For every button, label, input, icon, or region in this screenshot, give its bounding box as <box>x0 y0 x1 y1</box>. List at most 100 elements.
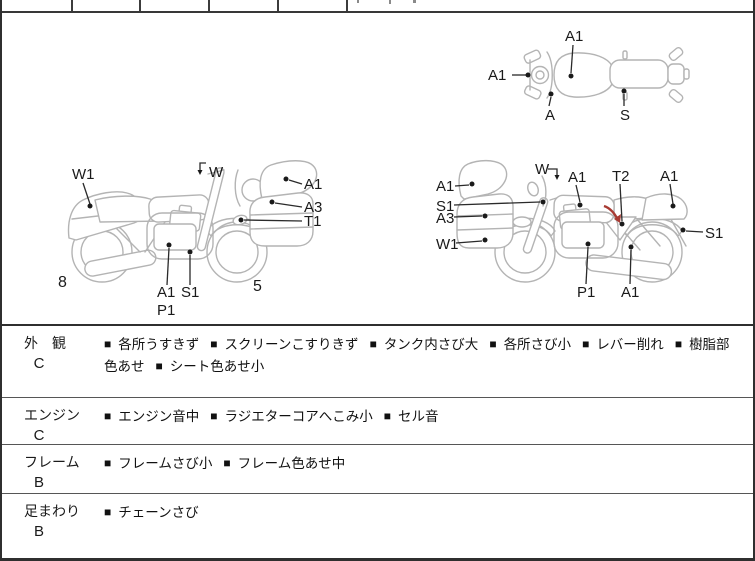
part-label-mirror: W <box>535 161 550 178</box>
leader-line <box>570 44 574 74</box>
defect-text: セル音 <box>397 409 439 424</box>
cropped-table-row <box>2 0 753 13</box>
arrowhead <box>554 175 560 180</box>
part-label-tank: A1 <box>565 28 583 45</box>
cropped-text-remnant <box>389 0 391 4</box>
part-label-under-frame: A1 <box>621 284 639 301</box>
column-divider <box>139 0 141 11</box>
category-label: エンジン <box>24 407 80 423</box>
marker-dot <box>238 217 244 223</box>
marker-dot <box>680 227 686 233</box>
defect-item: ■シート色あせ小 <box>156 359 265 374</box>
defect-item: ■各所さび小 <box>489 337 571 352</box>
leader-line <box>619 183 623 222</box>
part-label-engine: P1 <box>577 284 595 301</box>
condition-row-engine: エンジン C ■エンジン音中■ラジエターコアへこみ小■セル音 <box>2 398 753 445</box>
part-label-engine: A1 <box>157 284 175 301</box>
bullet-square-icon: ■ <box>155 359 163 373</box>
leader-line <box>199 162 206 170</box>
grade-value: B <box>33 474 44 491</box>
condition-row-exterior: 外 観 C ■各所うすきず■スクリーンこすりきず■タンク内さび大■各所さび小■レ… <box>2 326 753 398</box>
part-label-mirror: W <box>209 164 224 181</box>
cropped-text-remnant <box>357 0 359 3</box>
mirror <box>527 181 539 197</box>
marker-dot <box>469 181 475 187</box>
column-divider <box>346 0 348 11</box>
condition-row-undercarriage: 足まわり B ■チェーンさび <box>2 494 753 558</box>
grade-value: B <box>33 523 44 540</box>
bullet-square-icon: ■ <box>104 505 112 519</box>
condition-table: 外 観 C ■各所うすきず■スクリーンこすりきず■タンク内さび大■各所さび小■レ… <box>2 324 753 558</box>
category-label: フレーム <box>24 454 80 470</box>
defect-text: フレーム色あせ中 <box>237 456 346 471</box>
defect-text: フレームさび小 <box>118 456 213 471</box>
leader-line <box>453 201 541 206</box>
part-label-cowl-mid: A3 <box>304 199 322 216</box>
bullet-square-icon: ■ <box>223 456 231 470</box>
category-cell: 外 観 C <box>2 326 104 397</box>
defect-list: ■各所うすきず■スクリーンこすりきず■タンク内さび大■各所さび小■レバー削れ■樹… <box>104 326 753 397</box>
wheel-number-rear: 8 <box>58 274 67 291</box>
right-side-bike: A1 S1 A3 W1 W A1 T2 A1 S1 <box>436 159 723 301</box>
part-label-tail: A1 <box>660 168 678 185</box>
bullet-square-icon: ■ <box>369 337 377 351</box>
defect-item: ■チェーンさび <box>104 505 199 520</box>
front-rim <box>503 230 547 274</box>
seat-top-view <box>609 59 669 89</box>
defect-item: ■スクリーンこすりきず <box>210 337 358 352</box>
bullet-square-icon: ■ <box>104 409 112 423</box>
defect-text: ラジエターコアへこみ小 <box>224 409 373 424</box>
defect-item: ■樹脂部色あせ <box>104 337 730 374</box>
tail-cowl <box>641 193 688 221</box>
part-label-tank: A1 <box>568 169 586 186</box>
defect-item: ■レバー削れ <box>582 337 664 352</box>
defect-list: ■エンジン音中■ラジエターコアへこみ小■セル音 <box>104 398 753 444</box>
fairing-stripes <box>249 212 314 230</box>
leader-line <box>455 240 483 244</box>
category-label: 足まわり <box>24 503 80 519</box>
arrowhead <box>197 170 203 175</box>
handlebar <box>207 169 225 175</box>
defect-list: ■ フレームさび小 ■ フレーム色あせ中 <box>104 445 753 493</box>
category-cell: 足まわり B <box>2 494 104 558</box>
marker-dot <box>670 203 676 209</box>
bullet-square-icon: ■ <box>104 456 112 470</box>
defect-text: タンク内さび大 <box>383 337 479 352</box>
marker-dot <box>619 221 625 227</box>
part-label-seat: S <box>620 107 630 124</box>
part-label-tail: W1 <box>72 166 95 183</box>
category-cell: エンジン C <box>2 398 104 444</box>
footpeg <box>668 46 684 62</box>
muffler <box>84 249 157 277</box>
defect-text: スクリーンこすりきず <box>224 337 359 352</box>
marker-dot <box>482 213 488 219</box>
defect-item: ■エンジン音中 <box>104 409 199 424</box>
defect-text: 樹脂部色あせ <box>104 337 730 374</box>
marker-dot <box>568 73 574 79</box>
part-label-screen: A1 <box>436 178 454 195</box>
part-label-front: A1 <box>488 67 506 84</box>
marker-dot <box>166 242 172 248</box>
marker-dot <box>283 176 289 182</box>
headlight-cluster <box>530 65 550 85</box>
condition-diagram: A1 A1 A S <box>58 28 723 319</box>
headlight-lens <box>535 70 545 80</box>
leader-line <box>288 179 303 185</box>
engine-guard <box>553 211 619 259</box>
defect-item: ■ タンク内さび大 <box>370 337 479 352</box>
tail-light <box>683 68 690 80</box>
mirror-top <box>523 49 542 64</box>
marker-dot <box>621 88 627 94</box>
left-side-bike: W1 W A1 A3 T1 8 5 A1 S1 P1 <box>58 160 322 319</box>
wheel-number-front: 5 <box>253 278 262 295</box>
leader-line <box>585 246 589 285</box>
leader-line <box>629 249 632 285</box>
grade-value: C <box>33 427 45 444</box>
part-label-cowl: A3 <box>436 210 454 227</box>
air-duct <box>512 216 532 228</box>
mirror-bottom <box>523 85 542 100</box>
category-label: 外 観 <box>24 335 66 351</box>
category-cell: フレーム B <box>2 445 104 493</box>
bullet-square-icon: ■ <box>489 337 497 351</box>
marker-dot <box>482 237 488 243</box>
